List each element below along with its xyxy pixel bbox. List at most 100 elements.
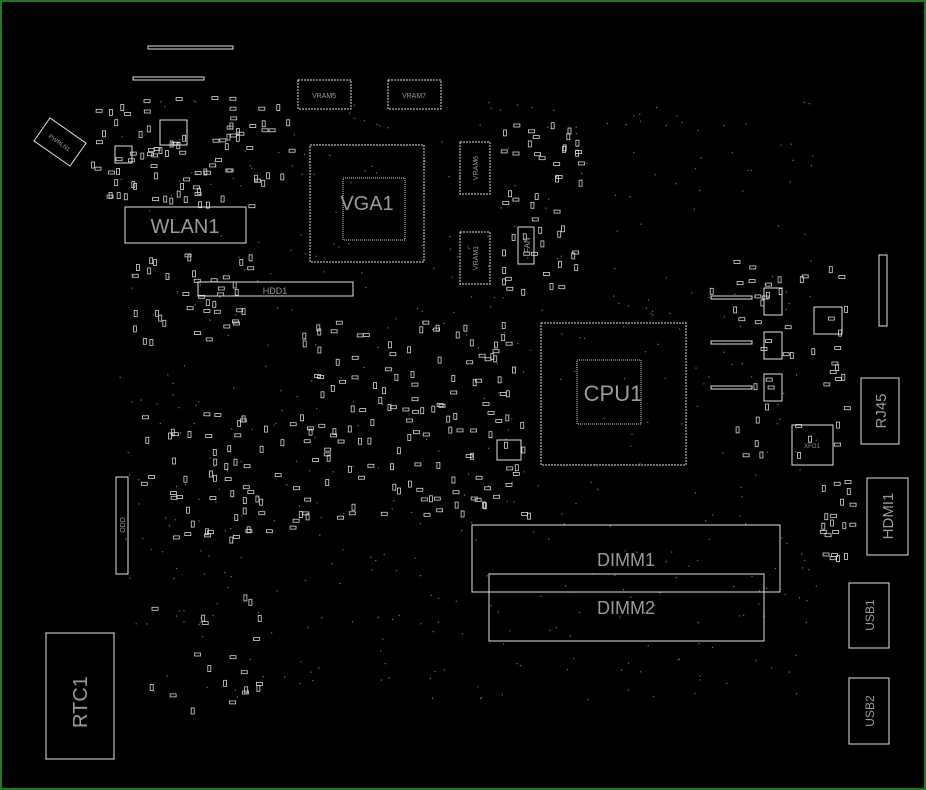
- via: [278, 151, 280, 154]
- smd-component: [433, 496, 441, 501]
- via: [119, 376, 121, 379]
- inductor[interactable]: [763, 331, 783, 360]
- via: [774, 567, 777, 570]
- hdd-connector[interactable]: [197, 281, 354, 297]
- via: [419, 575, 422, 577]
- inductor[interactable]: [763, 287, 783, 316]
- smd-component: [520, 421, 525, 429]
- dimm2-slot[interactable]: [488, 573, 765, 642]
- smd-component: [396, 447, 401, 455]
- via: [467, 246, 469, 248]
- smd-component: [765, 377, 773, 382]
- smd-component: [274, 473, 282, 477]
- chip-u3[interactable]: [496, 439, 522, 461]
- chip-u1[interactable]: [159, 119, 188, 146]
- smd-component: [254, 174, 258, 182]
- smd-component: [237, 420, 242, 428]
- via: [384, 663, 386, 665]
- smd-component: [506, 286, 514, 291]
- smd-component: [192, 270, 197, 278]
- via: [371, 569, 373, 571]
- smd-component: [362, 333, 370, 338]
- via: [614, 194, 617, 196]
- via: [805, 622, 807, 624]
- lan-chip[interactable]: [813, 306, 843, 335]
- top-connector-2[interactable]: [132, 76, 205, 81]
- via: [209, 319, 211, 321]
- rtc-battery[interactable]: [45, 632, 115, 760]
- smd-component: [242, 485, 250, 490]
- smd-component: [233, 321, 240, 326]
- via: [329, 154, 331, 156]
- smd-component: [410, 370, 415, 378]
- smd-component: [244, 686, 249, 694]
- via: [220, 235, 222, 237]
- smd-component: [511, 233, 516, 241]
- right-connector[interactable]: [878, 254, 888, 327]
- smd-component: [168, 432, 172, 440]
- smd-component: [236, 308, 244, 313]
- vram5-chip[interactable]: [297, 79, 352, 110]
- wlan-connector[interactable]: [124, 206, 247, 244]
- via: [623, 378, 626, 380]
- via: [378, 125, 381, 127]
- usb1-connector[interactable]: [848, 582, 890, 649]
- smd-component: [91, 161, 95, 169]
- fan-connector[interactable]: [517, 226, 535, 265]
- via: [465, 334, 468, 336]
- vram6-chip[interactable]: [459, 141, 491, 195]
- cpu-socket[interactable]: [540, 322, 687, 466]
- smd-component: [224, 477, 232, 482]
- smd-component: [455, 331, 460, 339]
- via: [198, 520, 200, 522]
- smd-component: [754, 440, 759, 448]
- smd-component: [452, 490, 460, 495]
- smd-component: [147, 267, 152, 275]
- vram7-chip[interactable]: [387, 79, 442, 110]
- smd-component: [824, 513, 829, 521]
- smd-component: [182, 134, 187, 142]
- hdmi-connector[interactable]: [866, 477, 909, 556]
- via: [150, 548, 152, 551]
- smd-component: [351, 355, 359, 360]
- via: [342, 549, 344, 551]
- smd-component: [145, 436, 150, 444]
- top-connector-1[interactable]: [147, 45, 234, 50]
- rj45-connector[interactable]: [860, 377, 900, 445]
- smd-component: [834, 442, 841, 447]
- smd-component: [226, 133, 231, 141]
- usb2-connector[interactable]: [848, 677, 890, 745]
- smd-component: [183, 475, 188, 483]
- smd-component: [232, 281, 237, 289]
- dimm-lines: [710, 295, 753, 300]
- via: [527, 257, 529, 259]
- via: [304, 579, 307, 581]
- via: [391, 618, 394, 621]
- via: [758, 603, 760, 605]
- chip-u2[interactable]: [114, 145, 133, 164]
- smd-component: [436, 462, 441, 469]
- smd-component: [406, 418, 413, 423]
- via: [380, 679, 383, 681]
- smd-component: [808, 435, 812, 443]
- dimm1-slot[interactable]: [471, 524, 781, 593]
- inductor[interactable]: [763, 373, 783, 402]
- smd-component: [505, 390, 510, 398]
- smd-component: [194, 652, 202, 657]
- smd-component: [280, 439, 285, 447]
- smd-component: [738, 317, 746, 322]
- xfo-transformer[interactable]: [791, 424, 834, 466]
- vram1-chip[interactable]: [459, 231, 491, 285]
- smd-component: [239, 418, 247, 423]
- odd-connector[interactable]: [115, 476, 129, 575]
- power-connector[interactable]: [33, 117, 87, 167]
- via: [184, 484, 187, 486]
- smd-component: [187, 254, 192, 262]
- vga-chip[interactable]: [309, 144, 425, 263]
- smd-component: [838, 275, 846, 280]
- via: [809, 296, 811, 298]
- smd-component: [106, 194, 114, 199]
- smd-component: [733, 259, 741, 264]
- smd-component: [350, 405, 355, 413]
